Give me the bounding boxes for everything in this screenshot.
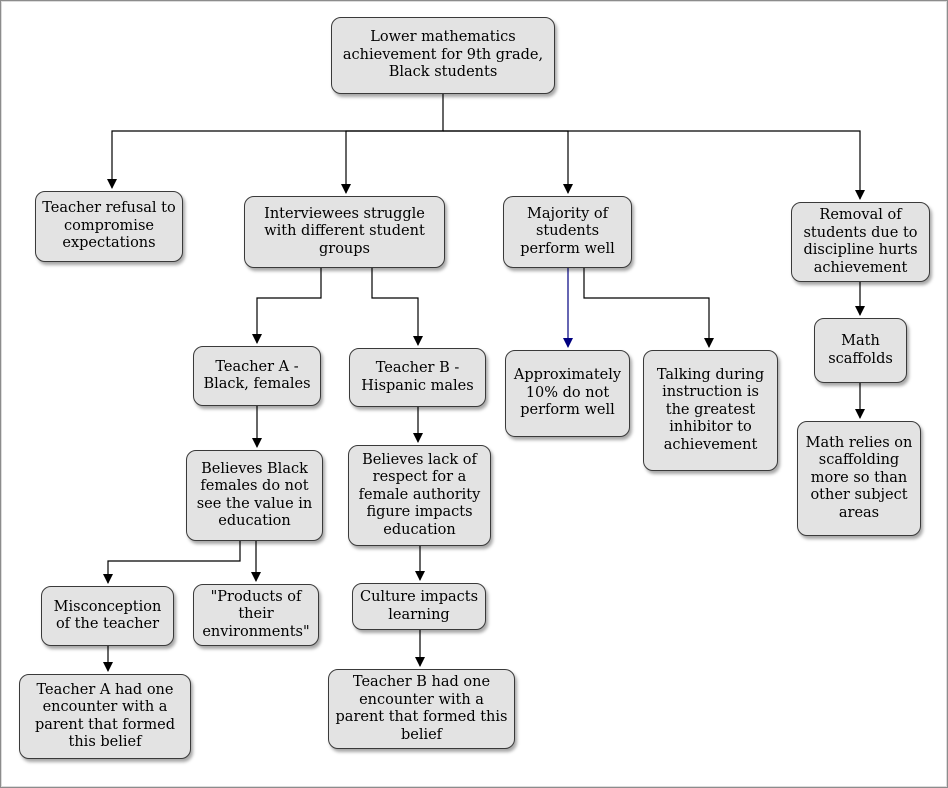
node-teacher-b: Teacher B - Hispanic males xyxy=(349,348,486,407)
node-interviewees-struggle-text: Interviewees struggle with different stu… xyxy=(264,205,425,257)
node-majority-perform: Majority of students perform well xyxy=(503,196,632,268)
edge-majority-to-talking xyxy=(583,268,714,348)
node-believes-black-females-text: Believes Black females do not see the va… xyxy=(196,460,313,530)
node-talking-instruction: Talking during instruction is the greate… xyxy=(643,350,778,471)
node-products-environments-text: "Products of their environments" xyxy=(202,588,310,640)
edge-interviewees-to-teacher-b xyxy=(371,268,423,346)
node-root-text: Lower mathematics achievement for 9th gr… xyxy=(342,29,544,81)
node-teacher-b-encounter-text: Teacher B had one encounter with a paren… xyxy=(335,674,508,743)
node-math-relies-scaffolding-text: Math relies on scaffolding more so than … xyxy=(805,434,913,521)
node-culture-impacts: Culture impacts learning xyxy=(352,583,486,630)
node-math-scaffolds: Math scaffolds xyxy=(814,318,907,383)
node-believes-lack-respect-text: Believes lack of respect for a female au… xyxy=(358,451,481,538)
edge-root-to-interviewees-struggle xyxy=(341,130,443,194)
node-believes-black-females: Believes Black females do not see the va… xyxy=(186,450,323,541)
node-removal-discipline-text: Removal of students due to discipline hu… xyxy=(803,207,918,276)
node-products-environments: "Products of their environments" xyxy=(193,584,319,646)
node-teacher-a-encounter: Teacher A had one encounter with a paren… xyxy=(19,674,191,759)
edge-root-to-teacher-refusal xyxy=(107,94,444,189)
node-ten-percent-text: Approximately 10% do not perform well xyxy=(513,367,622,419)
edge-root-to-removal xyxy=(443,130,865,200)
node-teacher-refusal-text: Teacher refusal to compromise expectatio… xyxy=(42,200,176,252)
node-root: Lower mathematics achievement for 9th gr… xyxy=(331,17,555,94)
node-culture-impacts-text: Culture impacts learning xyxy=(359,589,479,623)
node-math-relies-scaffolding: Math relies on scaffolding more so than … xyxy=(797,421,921,536)
edge-interviewees-to-teacher-a xyxy=(252,268,322,344)
edge-believes-to-misconception xyxy=(103,541,241,584)
node-interviewees-struggle: Interviewees struggle with different stu… xyxy=(244,196,445,268)
node-removal-discipline: Removal of students due to discipline hu… xyxy=(791,202,930,282)
node-misconception-teacher-text: Misconception of the teacher xyxy=(53,598,162,633)
node-math-scaffolds-text: Math scaffolds xyxy=(828,333,893,367)
node-talking-instruction-text: Talking during instruction is the greate… xyxy=(656,366,765,453)
node-teacher-b-encounter: Teacher B had one encounter with a paren… xyxy=(328,669,515,749)
node-teacher-a: Teacher A - Black, females xyxy=(193,346,321,406)
edge-root-to-majority-perform xyxy=(443,130,573,194)
node-majority-perform-text: Majority of students perform well xyxy=(520,205,615,257)
node-teacher-refusal: Teacher refusal to compromise expectatio… xyxy=(35,191,183,262)
node-believes-lack-respect: Believes lack of respect for a female au… xyxy=(348,445,491,546)
node-teacher-b-text: Teacher B - Hispanic males xyxy=(361,360,474,394)
node-teacher-a-encounter-text: Teacher A had one encounter with a paren… xyxy=(34,681,176,751)
node-teacher-a-text: Teacher A - Black, females xyxy=(203,358,311,393)
node-ten-percent: Approximately 10% do not perform well xyxy=(505,350,630,437)
node-misconception-teacher: Misconception of the teacher xyxy=(41,586,174,646)
